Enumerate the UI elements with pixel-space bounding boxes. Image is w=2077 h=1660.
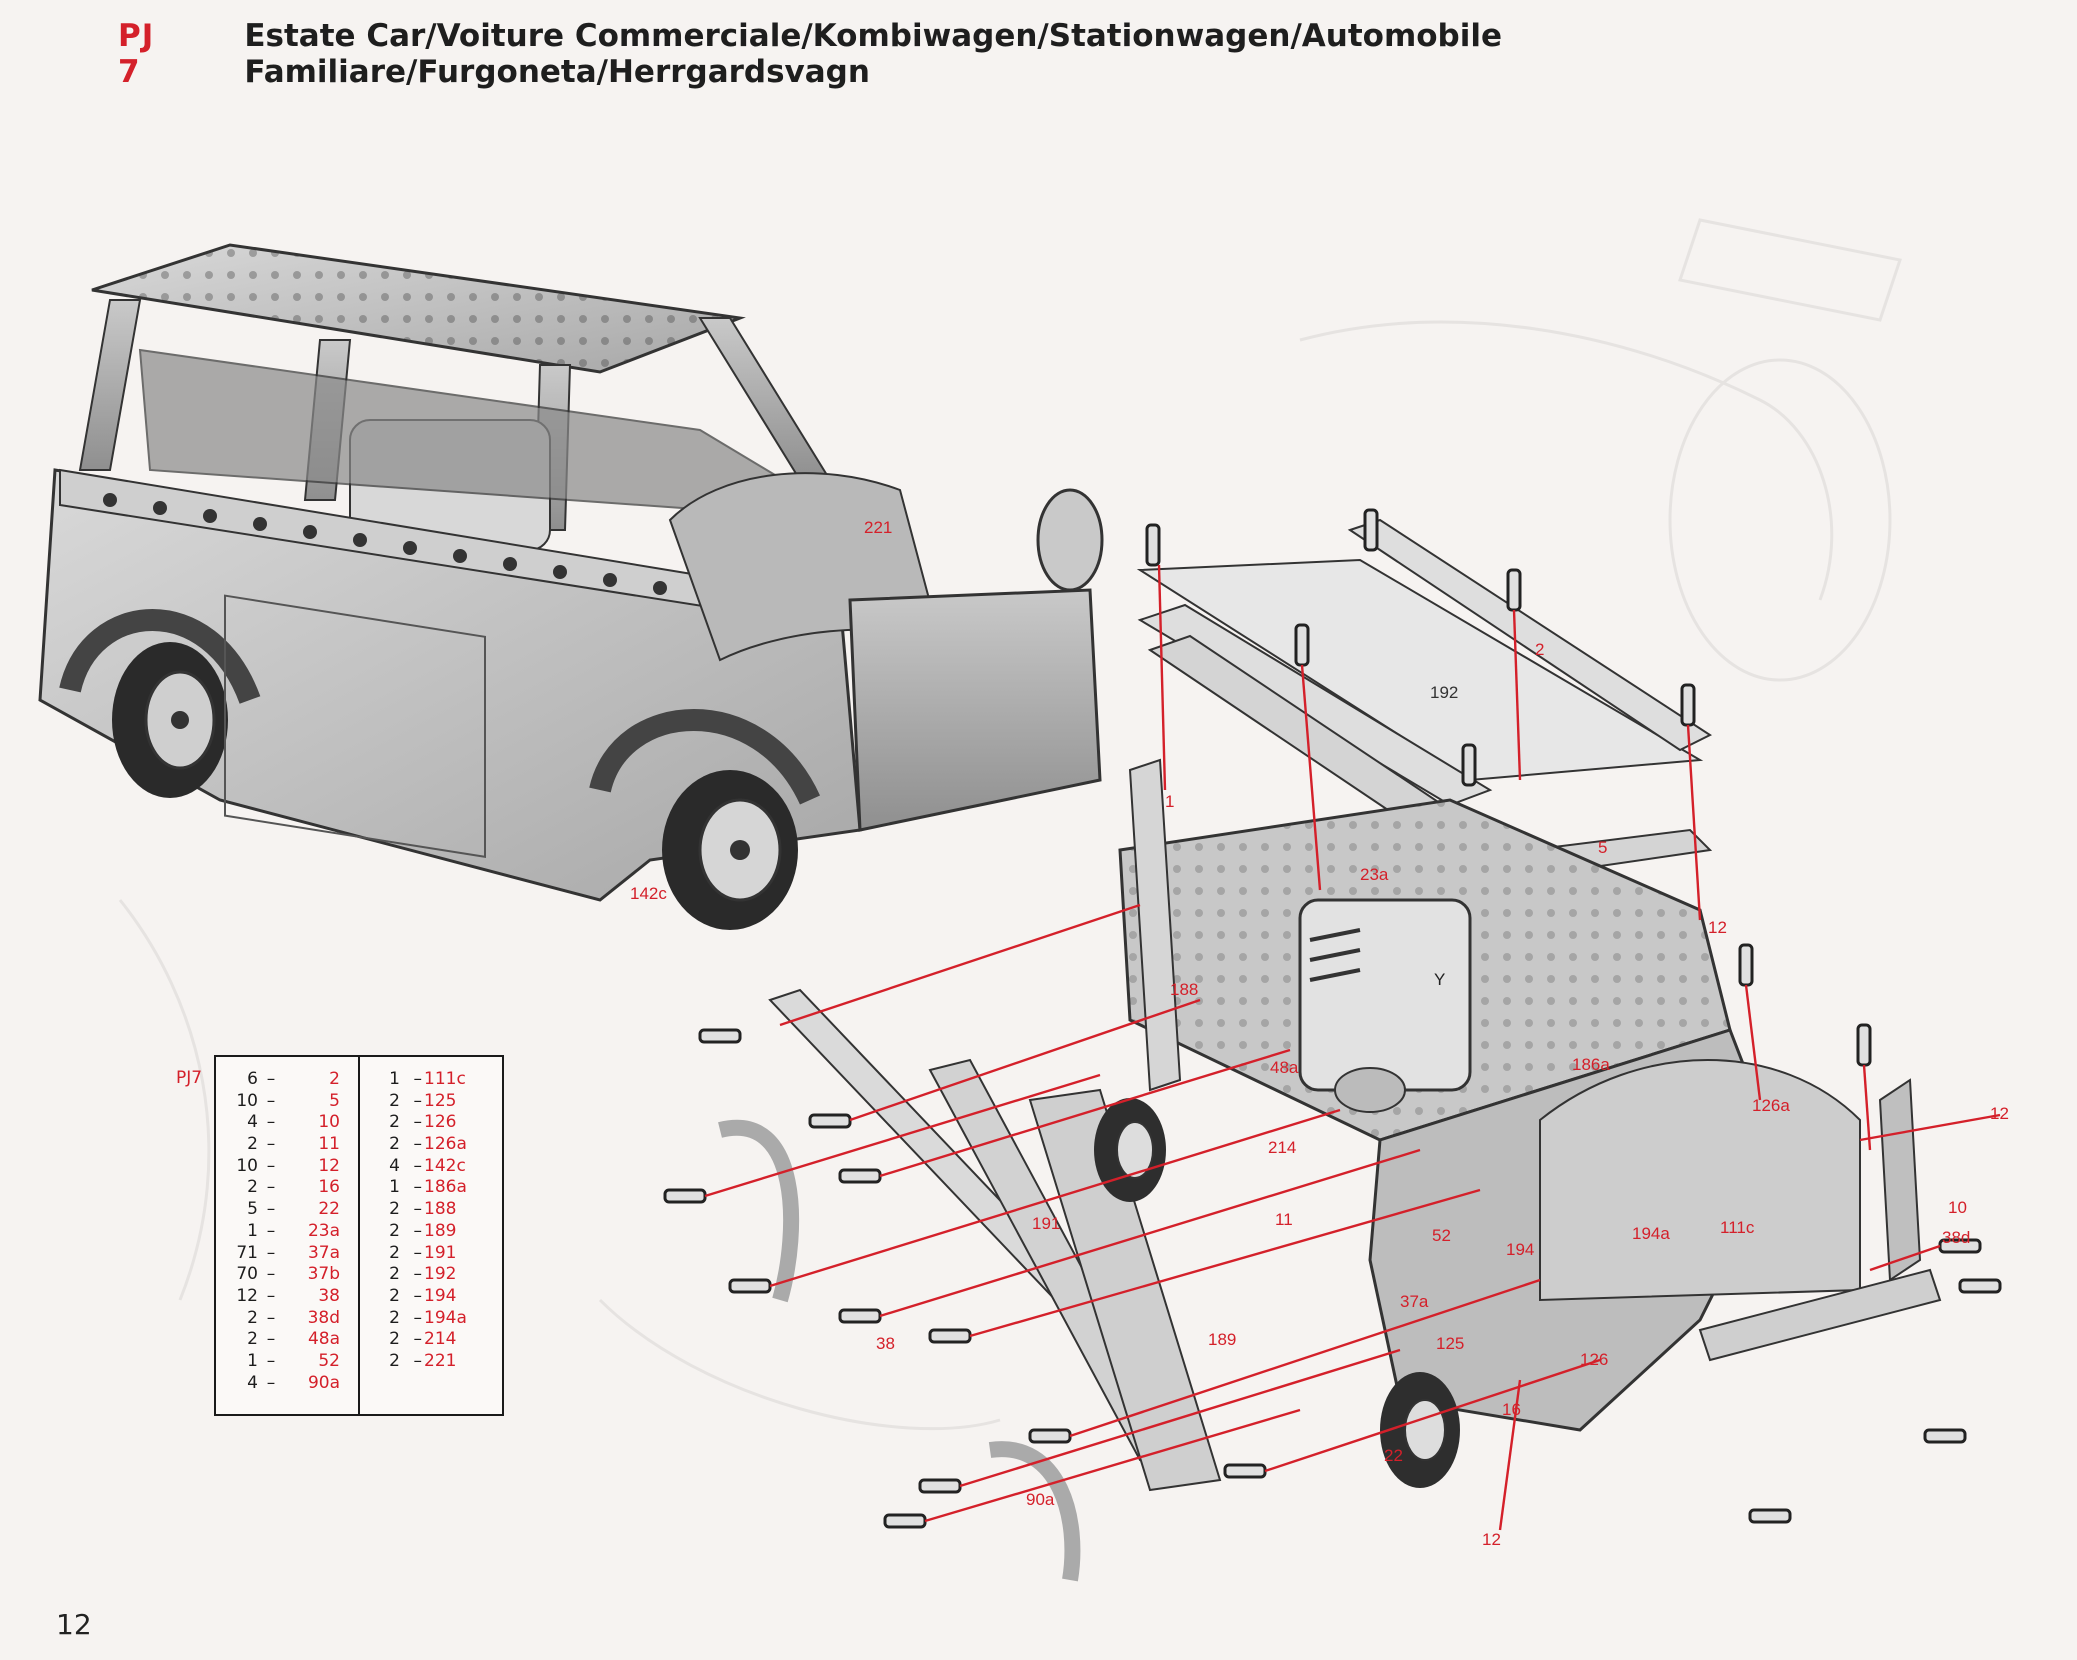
parts-row: 2–191: [389, 1242, 457, 1263]
callout-221: 221: [864, 518, 893, 537]
assembled-car: [38, 243, 1104, 930]
page-title: Estate Car/Voiture Commerciale/Kombiwage…: [244, 18, 1503, 90]
callout-111c: 111c: [1720, 1218, 1755, 1237]
callout-5: 5: [1598, 838, 1608, 857]
callout-11: 11: [1275, 1210, 1293, 1229]
callout-125: 125: [1436, 1334, 1465, 1353]
callout-194: 194: [1506, 1240, 1535, 1259]
callout-142c: 142c: [630, 884, 667, 903]
callout-16: 16: [1502, 1400, 1521, 1419]
parts-row: 2–192: [389, 1264, 457, 1285]
background-sketch: [118, 218, 1902, 1431]
callout-186a: 186a: [1572, 1055, 1610, 1074]
callout-23a: 23a: [1360, 865, 1389, 884]
parts-row: 2–48a: [247, 1329, 340, 1350]
parts-row: 2–189: [389, 1220, 457, 1241]
callout-48a: 48a: [1270, 1058, 1299, 1077]
callout-189: 189: [1208, 1330, 1237, 1349]
callout-52: 52: [1432, 1226, 1451, 1245]
parts-row: 1–186a: [389, 1177, 467, 1198]
callout-194a: 194a: [1632, 1224, 1670, 1243]
callout-12-bottom: 12: [1482, 1530, 1501, 1549]
front-end: [848, 588, 1102, 832]
callout-22: 22: [1384, 1446, 1403, 1465]
parts-row: 5–22: [247, 1199, 340, 1220]
model-code: PJ 7: [118, 18, 155, 90]
parts-row: 12–38: [236, 1285, 340, 1306]
parts-row: 71–37a: [236, 1242, 340, 1263]
callout-126a: 126a: [1752, 1096, 1790, 1115]
front-wheel: [662, 770, 798, 930]
callout-38d: 38d: [1942, 1228, 1971, 1247]
parts-row: 2–125: [389, 1090, 457, 1111]
parts-list-left-column: 6–2 10–5 4–10 2–11 10–12 2–16 5–22 1–23a…: [216, 1057, 360, 1414]
parts-row: 2–126: [389, 1112, 457, 1133]
parts-row: 1–52: [247, 1350, 340, 1371]
callout-2: 2: [1535, 640, 1545, 659]
parts-row: 70–37b: [236, 1264, 340, 1285]
callout-10: 10: [1948, 1198, 1967, 1217]
parts-row: 2–126a: [389, 1134, 467, 1155]
page-header: PJ 7 Estate Car/Voiture Commerciale/Komb…: [118, 18, 2077, 90]
callout-12-top: 12: [1708, 918, 1727, 937]
parts-row: 1–111c: [389, 1069, 466, 1089]
assembly-guide-lines: [704, 564, 2001, 1531]
page-number: 12: [56, 1608, 92, 1641]
parts-row: 1–23a: [247, 1220, 340, 1241]
parts-row: 4–90a: [247, 1372, 340, 1393]
callout-38: 38: [876, 1334, 895, 1353]
parts-row: 2–214: [389, 1329, 457, 1350]
callout-1: 1: [1165, 792, 1175, 811]
parts-row: 2–188: [389, 1199, 457, 1220]
callout-191: 191: [1032, 1214, 1061, 1233]
parts-row: 2–221: [389, 1350, 457, 1371]
callout-126: 126: [1580, 1350, 1609, 1369]
callout-y: Y: [1434, 970, 1446, 989]
parts-row: 2–194a: [389, 1307, 467, 1328]
exploded-assembly: [663, 508, 2002, 1582]
bonnet-plate-194a: [1539, 1059, 1861, 1302]
parts-list-right-column: 1–111c 2–125 2–126 2–126a 4–142c 1–186a …: [360, 1057, 502, 1414]
rear-wheel: [112, 642, 228, 798]
parts-row: 2–16: [247, 1177, 340, 1198]
parts-row: 2–11: [247, 1134, 340, 1155]
callout-90a: 90a: [1026, 1490, 1055, 1509]
front-pillar: [78, 299, 142, 471]
parts-list-code: PJ7: [176, 1068, 203, 1088]
parts-row: 2–194: [389, 1285, 457, 1306]
parts-row: 4–10: [247, 1112, 340, 1133]
small-wheel-rear: [1094, 1098, 1166, 1202]
parts-row: 10–12: [236, 1155, 340, 1176]
parts-row: 6–2: [247, 1069, 340, 1089]
callout-192: 192: [1430, 683, 1459, 702]
parts-row: 4–142c: [389, 1155, 466, 1176]
motor: [1298, 898, 1472, 1113]
callout-188: 188: [1170, 980, 1199, 999]
parts-row: 2–38d: [247, 1307, 340, 1328]
parts-list: 6–2 10–5 4–10 2–11 10–12 2–16 5–22 1–23a…: [214, 1055, 504, 1416]
parts-row: 10–5: [236, 1090, 340, 1111]
callout-12-right: 12: [1990, 1104, 2009, 1123]
callout-37a: 37a: [1400, 1292, 1429, 1311]
callout-214: 214: [1268, 1138, 1297, 1157]
